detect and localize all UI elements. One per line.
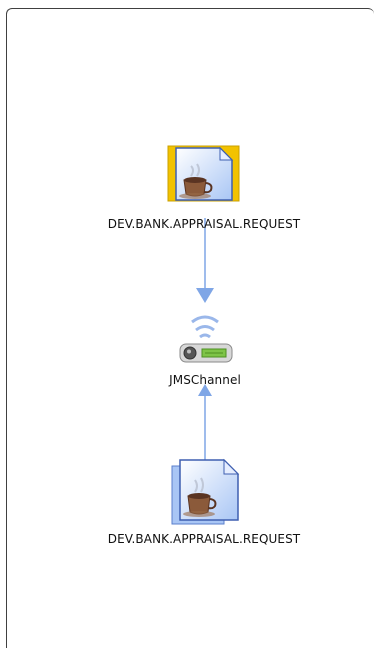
jms-channel-icon (179, 315, 233, 363)
connector-arrowhead-down (196, 288, 214, 303)
bottom-destination-label: DEV.BANK.APPRAISAL.REQUEST (107, 532, 301, 546)
jms-channel-node[interactable] (178, 310, 236, 366)
top-destination-label: DEV.BANK.APPRAISAL.REQUEST (107, 217, 301, 231)
connector-arrowhead-up (198, 384, 212, 396)
diagram-canvas[interactable] (6, 8, 374, 648)
bottom-destination-node[interactable] (166, 458, 246, 528)
jms-channel-label: JMSChannel (169, 373, 241, 387)
top-destination-node[interactable] (166, 144, 242, 204)
jms-queue-icon (171, 458, 240, 525)
jms-queue-icon (167, 145, 240, 202)
